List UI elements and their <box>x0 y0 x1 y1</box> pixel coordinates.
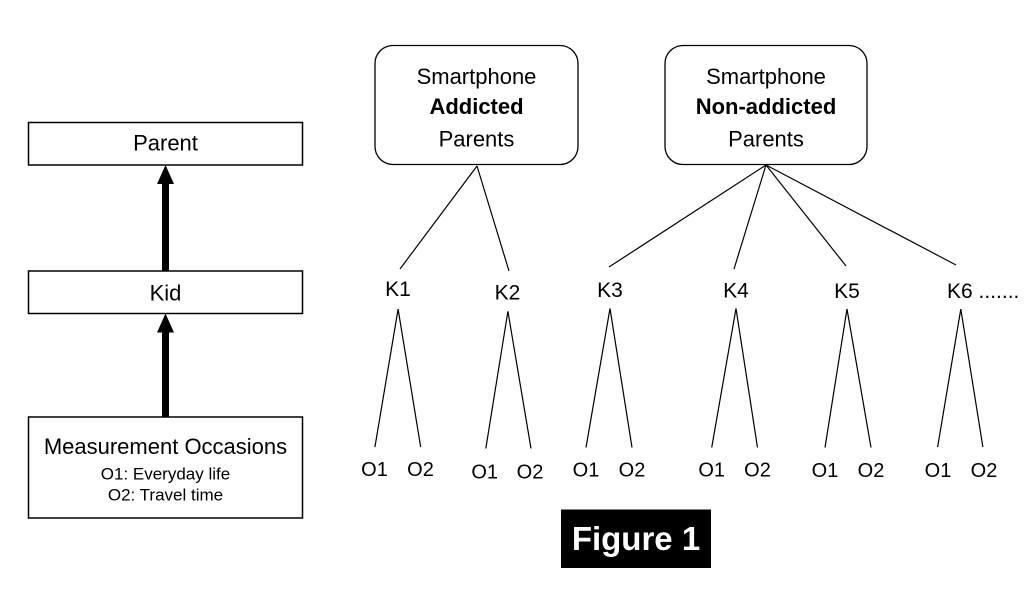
svg-text:K4: K4 <box>723 279 749 302</box>
svg-text:O1: O1 <box>698 460 725 482</box>
svg-text:O1: O1 <box>471 462 498 484</box>
svg-text:Figure 1: Figure 1 <box>572 520 700 557</box>
svg-text:O1: O1 <box>573 460 600 482</box>
svg-text:Non-addicted: Non-addicted <box>696 94 837 119</box>
svg-text:O1: O1 <box>925 460 952 482</box>
svg-text:Addicted: Addicted <box>429 94 523 119</box>
svg-text:K1: K1 <box>385 278 411 301</box>
svg-text:O2: O2 <box>858 460 885 482</box>
svg-text:Parents: Parents <box>728 127 804 152</box>
svg-text:O2: Travel time: O2: Travel time <box>108 486 223 505</box>
svg-text:Parent: Parent <box>133 131 198 156</box>
svg-text:Kid: Kid <box>150 281 182 306</box>
svg-text:K6 .......: K6 ....... <box>947 280 1019 303</box>
svg-text:O2: O2 <box>407 459 434 481</box>
svg-text:K3: K3 <box>597 279 623 302</box>
svg-text:Parents: Parents <box>439 127 515 152</box>
svg-text:O1: O1 <box>812 460 839 482</box>
svg-text:Smartphone: Smartphone <box>417 64 537 89</box>
svg-text:K5: K5 <box>834 280 860 303</box>
svg-text:O2: O2 <box>619 460 646 482</box>
svg-text:O2: O2 <box>971 460 998 482</box>
svg-text:O1: Everyday life: O1: Everyday life <box>101 465 230 484</box>
svg-text:K2: K2 <box>495 282 521 305</box>
svg-text:O2: O2 <box>517 462 544 484</box>
svg-text:Smartphone: Smartphone <box>706 64 826 89</box>
svg-text:O2: O2 <box>744 460 771 482</box>
svg-text:Measurement Occasions: Measurement Occasions <box>44 434 287 459</box>
svg-text:O1: O1 <box>361 459 388 481</box>
